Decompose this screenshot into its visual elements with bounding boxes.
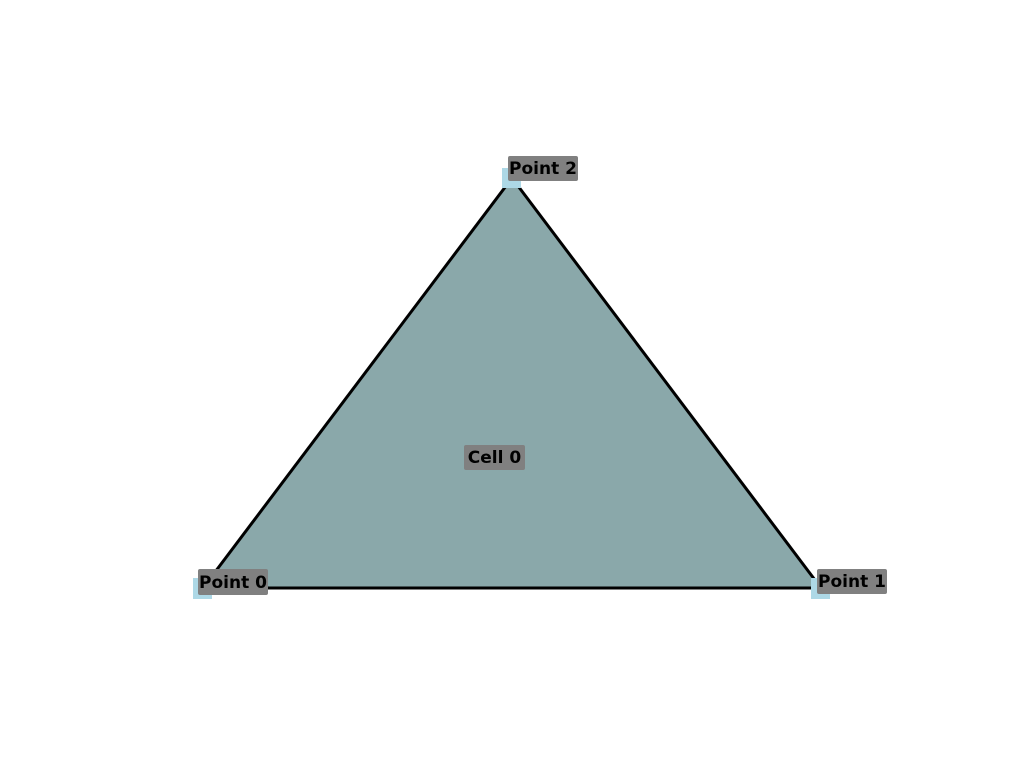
point-1-label-text: Point 1 [818, 572, 886, 592]
point-2-label-text: Point 2 [509, 159, 577, 179]
point-2-label: Point 2 [508, 156, 578, 181]
point-1-label-box [817, 569, 887, 594]
edge-point1-point2 [510, 177, 823, 589]
point-0-label-box [198, 569, 268, 595]
point-1-label: Point 1 [817, 569, 887, 594]
point-2-label-box [508, 156, 578, 181]
cell-0-label-box [464, 445, 525, 470]
point-0-label: Point 0 [198, 569, 268, 595]
edge-point2-point0 [201, 177, 514, 589]
cell-0-label-text: Cell 0 [468, 448, 522, 468]
point-0-label-text: Point 0 [199, 573, 267, 593]
cell-0-label: Cell 0 [464, 445, 525, 470]
cell-0-triangle [203, 178, 821, 588]
